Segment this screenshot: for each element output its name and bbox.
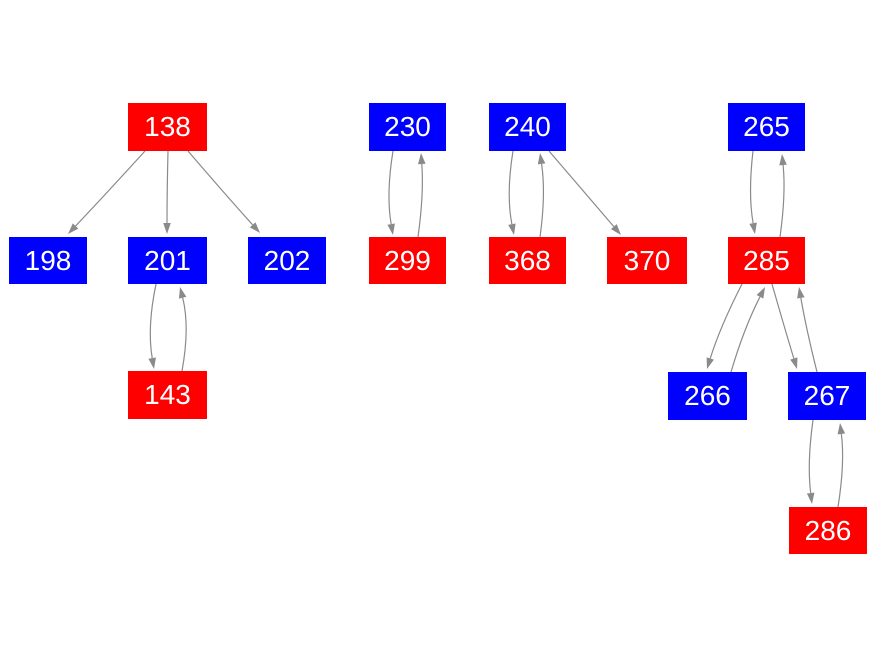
arrowhead-368-to-240 (537, 153, 546, 165)
arrowhead-138-to-202 (249, 222, 260, 233)
arrowhead-285-to-266 (706, 357, 714, 369)
edge-286-to-267 (837, 433, 844, 508)
arrowhead-240-to-370 (610, 224, 621, 235)
edge-138-to-198 (75, 150, 146, 227)
graph-node-265: 265 (728, 103, 805, 151)
edge-267-to-285 (800, 297, 818, 373)
arrowhead-286-to-267 (837, 423, 846, 435)
graph-node-138: 138 (128, 103, 207, 151)
arrowhead-230-to-299 (387, 223, 395, 235)
arrowhead-267-to-285 (797, 287, 805, 299)
arrowhead-240-to-368 (508, 223, 516, 235)
arrowhead-138-to-198 (68, 223, 79, 234)
graph-node-202: 202 (248, 237, 326, 284)
arrowhead-299-to-230 (418, 153, 426, 165)
edge-230-to-299 (388, 150, 394, 225)
edge-265-to-285 (749, 150, 754, 224)
edge-138-to-201 (166, 150, 169, 224)
edge-266-to-285 (730, 296, 761, 373)
graph-node-143: 143 (128, 371, 207, 419)
arrowhead-143-to-201 (178, 287, 187, 299)
edge-299-to-230 (417, 163, 423, 238)
graph-node-285: 285 (728, 237, 805, 284)
edge-285-to-267 (771, 283, 795, 359)
edge-240-to-370 (548, 150, 615, 228)
graph-node-198: 198 (9, 237, 87, 284)
graph-node-267: 267 (788, 372, 866, 420)
arrowhead-267-to-286 (806, 492, 815, 504)
graph-node-370: 370 (607, 237, 687, 284)
edge-285-to-266 (709, 283, 743, 359)
edge-267-to-286 (808, 419, 814, 494)
edge-201-to-143 (149, 283, 157, 359)
arrowhead-266-to-285 (756, 287, 765, 299)
arrowhead-285-to-267 (790, 357, 798, 369)
arrowhead-201-to-143 (148, 357, 156, 369)
edge-240-to-368 (508, 150, 514, 225)
edge-143-to-201 (181, 297, 187, 372)
arrowhead-138-to-201 (163, 223, 171, 234)
edge-138-to-202 (187, 150, 254, 226)
graph-node-266: 266 (668, 372, 747, 420)
arrowhead-285-to-265 (779, 154, 787, 166)
graph-node-368: 368 (489, 237, 566, 284)
graph-node-299: 299 (369, 237, 446, 284)
graph-node-201: 201 (128, 237, 207, 284)
arrowhead-265-to-285 (749, 222, 757, 234)
graph-node-240: 240 (489, 103, 566, 151)
graph-node-230: 230 (369, 103, 446, 151)
edge-368-to-240 (539, 163, 545, 238)
graph-node-286: 286 (789, 507, 867, 554)
edge-285-to-265 (779, 164, 785, 238)
